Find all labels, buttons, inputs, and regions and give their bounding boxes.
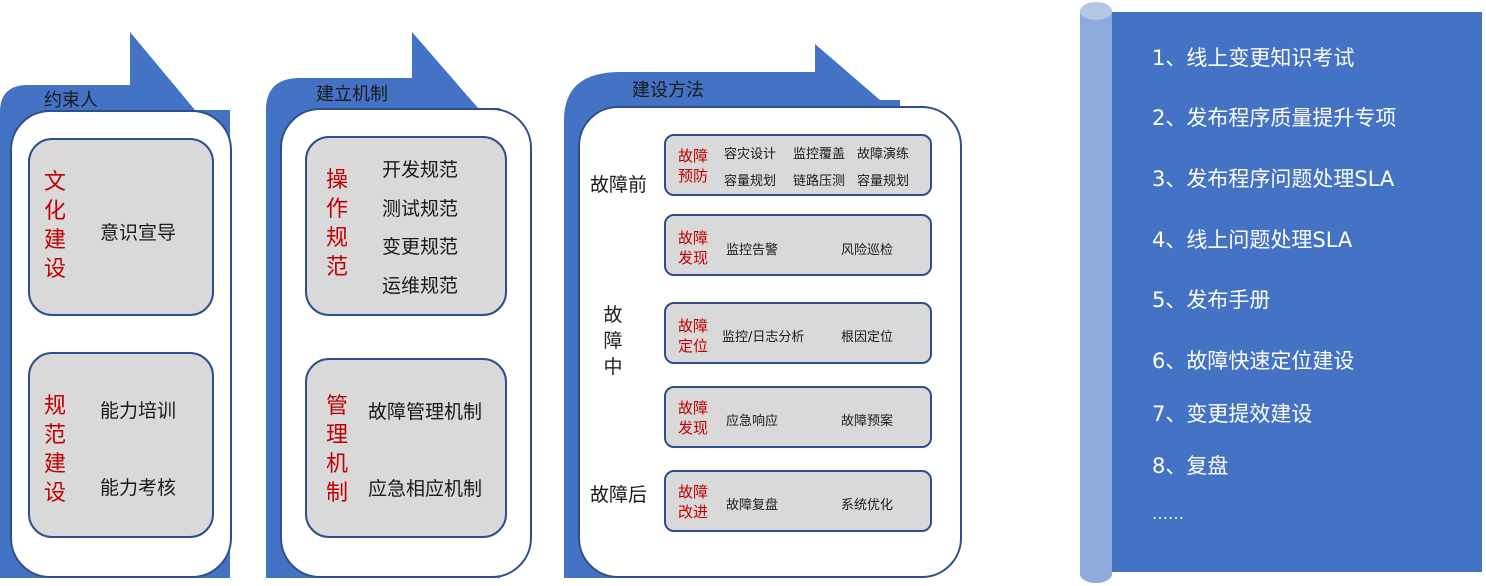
culture-label-1: 文 bbox=[43, 170, 66, 195]
scroll-item: 4、线上问题处理SLA bbox=[1152, 228, 1353, 252]
culture-label-2: 化 bbox=[43, 199, 66, 224]
scroll-body bbox=[1112, 12, 1482, 572]
operation-label-1: 操 bbox=[325, 168, 348, 193]
scroll-roller-top bbox=[1080, 2, 1112, 20]
col3-title: 建设方法 bbox=[632, 80, 704, 101]
scroll-shape bbox=[1080, 2, 1482, 583]
detection-box bbox=[664, 214, 932, 276]
phase-during-3: 中 bbox=[603, 356, 623, 378]
scroll-roller bbox=[1080, 10, 1112, 574]
detection-label-1: 故障 bbox=[678, 229, 709, 247]
response-item: 故障预案 bbox=[841, 414, 894, 429]
test-spec-item: 测试规范 bbox=[382, 198, 459, 220]
prevention-item: 故障演练 bbox=[857, 147, 910, 162]
response-box bbox=[664, 386, 932, 448]
assessment-item: 能力考核 bbox=[100, 477, 177, 499]
prevention-item: 链路压测 bbox=[793, 174, 846, 189]
prevention-item: 容量规划 bbox=[724, 174, 777, 189]
management-box bbox=[305, 358, 507, 538]
localization-label-1: 故障 bbox=[678, 317, 709, 335]
detection-label-2: 发现 bbox=[678, 249, 709, 267]
change-spec-item: 变更规范 bbox=[382, 236, 459, 258]
culture-box bbox=[28, 138, 214, 316]
prevention-item: 容量规划 bbox=[857, 174, 910, 189]
dev-spec-item: 开发规范 bbox=[382, 159, 459, 181]
management-label-4: 制 bbox=[325, 481, 348, 506]
standard-label-3: 建 bbox=[43, 452, 66, 477]
operation-box bbox=[305, 136, 507, 316]
prevention-item: 容灾设计 bbox=[724, 147, 777, 162]
standard-label-2: 范 bbox=[43, 423, 66, 448]
standard-box bbox=[28, 352, 214, 538]
improvement-item: 故障复盘 bbox=[726, 498, 779, 513]
operation-label-3: 规 bbox=[325, 226, 348, 251]
scroll-item: 6、故障快速定位建设 bbox=[1152, 349, 1355, 373]
scroll-item: 8、复盘 bbox=[1152, 454, 1229, 478]
phase-before: 故障前 bbox=[590, 174, 648, 196]
col2-title: 建立机制 bbox=[316, 84, 388, 105]
improvement-item: 系统优化 bbox=[841, 498, 894, 513]
scroll-roller-bottom bbox=[1080, 565, 1112, 583]
response-label-2: 发现 bbox=[678, 419, 709, 437]
emergency-item: 应急相应机制 bbox=[368, 478, 483, 500]
localization-box bbox=[664, 302, 932, 364]
response-item: 应急响应 bbox=[726, 414, 779, 429]
culture-label-4: 设 bbox=[43, 257, 66, 282]
prevention-label-2: 预防 bbox=[678, 167, 709, 185]
incident-mgmt-item: 故障管理机制 bbox=[368, 401, 483, 423]
col1-title: 约束人 bbox=[44, 90, 98, 111]
standard-label-4: 设 bbox=[43, 481, 66, 506]
phase-after: 故障后 bbox=[590, 484, 648, 506]
management-label-2: 理 bbox=[325, 423, 348, 448]
scroll-item: 7、变更提效建设 bbox=[1152, 402, 1313, 426]
scroll-item: 1、线上变更知识考试 bbox=[1152, 46, 1355, 70]
prevention-item: 监控覆盖 bbox=[793, 147, 846, 162]
management-label-1: 管 bbox=[325, 394, 348, 419]
improvement-label-2: 改进 bbox=[678, 503, 709, 521]
improvement-label-1: 故障 bbox=[678, 483, 709, 501]
ops-spec-item: 运维规范 bbox=[382, 275, 459, 297]
phase-during-2: 障 bbox=[603, 330, 623, 352]
localization-label-2: 定位 bbox=[678, 337, 709, 355]
operation-label-2: 作 bbox=[325, 197, 348, 222]
improvement-box bbox=[664, 470, 932, 532]
management-label-3: 机 bbox=[325, 452, 348, 477]
operation-label-4: 范 bbox=[325, 255, 348, 280]
training-item: 能力培训 bbox=[100, 400, 177, 422]
standard-label-1: 规 bbox=[43, 394, 66, 419]
detection-item: 风险巡检 bbox=[841, 243, 894, 258]
scroll-item: 3、发布程序问题处理SLA bbox=[1152, 167, 1395, 191]
detection-item: 监控告警 bbox=[726, 243, 779, 258]
response-label-1: 故障 bbox=[678, 399, 709, 417]
phase-during-1: 故 bbox=[603, 304, 623, 326]
culture-label-3: 建 bbox=[43, 228, 66, 253]
scroll-item: 5、发布手册 bbox=[1152, 288, 1271, 312]
localization-item: 根因定位 bbox=[841, 330, 894, 345]
prevention-box bbox=[664, 134, 932, 196]
scroll-item: 2、发布程序质量提升专项 bbox=[1152, 106, 1397, 130]
scroll-ellipsis: …… bbox=[1152, 504, 1184, 523]
awareness-item: 意识宣导 bbox=[100, 222, 177, 244]
prevention-label-1: 故障 bbox=[678, 147, 709, 165]
localization-item: 监控/日志分析 bbox=[722, 330, 805, 345]
